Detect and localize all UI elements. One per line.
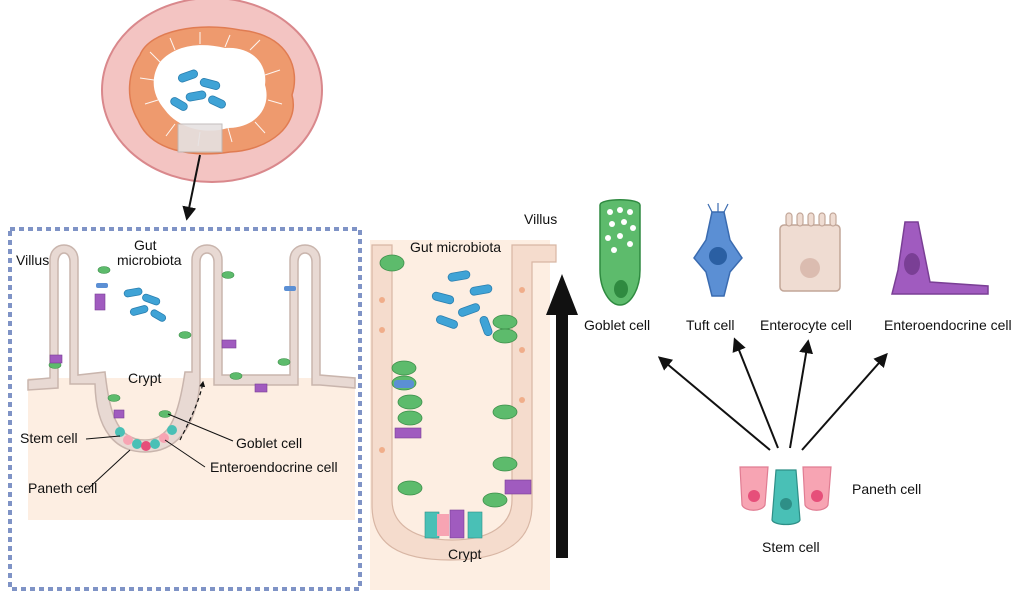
villus-crypt-panel (8, 227, 362, 591)
stem-cell-label-left: Stem cell (20, 430, 78, 446)
differentiation-arrow (546, 274, 578, 558)
bacteria-icon (431, 270, 493, 337)
crypt-label-mid: Crypt (448, 546, 482, 562)
crypt-base-cells (115, 425, 177, 451)
goblet-cell-icon (599, 199, 641, 306)
intestine-cross-section (101, 0, 323, 221)
tuft-cell-icon (693, 203, 743, 297)
gut-microbiota-label-mid: Gut microbiota (410, 239, 502, 255)
goblet-cell-label-right: Goblet cell (584, 317, 651, 333)
villus-label-mid: Villus (524, 211, 558, 227)
tuft-cell-label-right: Tuft cell (686, 317, 735, 333)
enterocyte-cell-icon (779, 212, 841, 292)
enterocyte-cell-label-right: Enterocyte cell (760, 317, 852, 333)
goblet-cell-label-left: Goblet cell (236, 435, 303, 451)
bacteria-icon (170, 69, 226, 111)
bacteria-icon (123, 287, 167, 322)
gut-microbiota-label-left-line2: microbiota (117, 252, 182, 268)
enteroendocrine-cell-label-left: Enteroendocrine cell (210, 459, 338, 475)
villus-label-left: Villus (16, 252, 50, 268)
enteroendocrine-cell-label-right: Enteroendocrine cell (884, 317, 1012, 333)
gut-microbiota-label-left-line1: Gut (134, 237, 157, 253)
stem-cell-label-right: Stem cell (762, 539, 820, 555)
paneth-cell-label-right: Paneth cell (852, 481, 922, 497)
stem-cell-icon (771, 469, 801, 526)
crypt-label-left: Crypt (128, 370, 162, 386)
paneth-cell-icon (739, 466, 832, 511)
enteroendocrine-cell-icon (891, 221, 989, 295)
paneth-cell-label-left: Paneth cell (28, 480, 98, 496)
single-crypt-panel (370, 240, 578, 590)
